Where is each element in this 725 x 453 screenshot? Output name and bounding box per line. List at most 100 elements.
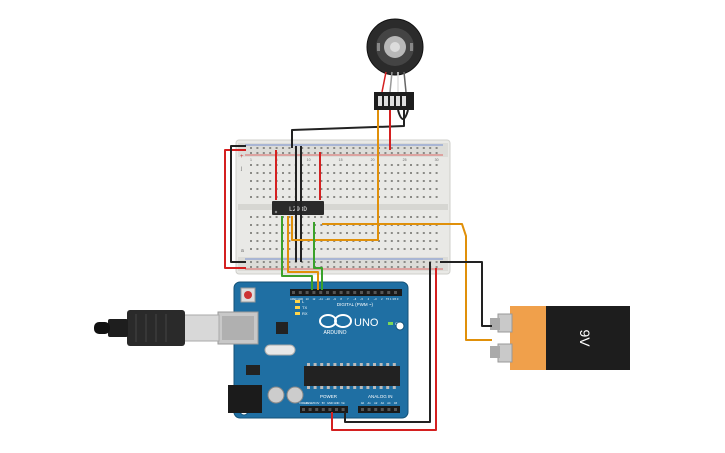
breadboard-hole[interactable]: [410, 196, 412, 198]
breadboard-hole[interactable]: [384, 232, 387, 234]
power-pin-socket[interactable]: [335, 408, 338, 411]
breadboard-hole[interactable]: [320, 172, 323, 174]
breadboard-hole[interactable]: [333, 196, 336, 198]
rail-hole[interactable]: [346, 261, 348, 263]
breadboard-hole[interactable]: [269, 196, 272, 198]
breadboard-hole[interactable]: [410, 248, 412, 250]
breadboard-hole[interactable]: [365, 216, 368, 218]
rail-hole[interactable]: [422, 261, 425, 263]
breadboard-hole[interactable]: [358, 164, 361, 166]
analog-pin-socket[interactable]: [374, 408, 378, 411]
breadboard-hole[interactable]: [358, 196, 361, 198]
breadboard-hole[interactable]: [307, 180, 310, 182]
breadboard-hole[interactable]: [282, 188, 284, 190]
rail-hole[interactable]: [314, 147, 316, 149]
rail-hole[interactable]: [378, 261, 380, 263]
rail-hole[interactable]: [346, 152, 348, 154]
breadboard-hole[interactable]: [397, 216, 400, 218]
breadboard-hole[interactable]: [288, 196, 291, 198]
breadboard-hole[interactable]: [250, 232, 252, 234]
breadboard-hole[interactable]: [429, 248, 432, 250]
breadboard-hole[interactable]: [422, 232, 425, 234]
breadboard-hole[interactable]: [333, 232, 336, 234]
breadboard-hole[interactable]: [339, 196, 342, 198]
breadboard-hole[interactable]: [250, 196, 252, 198]
breadboard-hole[interactable]: [403, 188, 406, 190]
breadboard-hole[interactable]: [326, 232, 329, 234]
rail-hole[interactable]: [256, 261, 259, 263]
breadboard-hole[interactable]: [384, 180, 387, 182]
breadboard-hole[interactable]: [339, 248, 342, 250]
breadboard-hole[interactable]: [256, 240, 259, 242]
breadboard-hole[interactable]: [403, 164, 406, 166]
rail-hole[interactable]: [371, 261, 374, 263]
breadboard-hole[interactable]: [326, 180, 329, 182]
rail-hole[interactable]: [352, 152, 355, 154]
breadboard-hole[interactable]: [256, 188, 259, 190]
breadboard-hole[interactable]: [326, 196, 329, 198]
breadboard-hole[interactable]: [326, 248, 329, 250]
breadboard-hole[interactable]: [397, 164, 400, 166]
breadboard-hole[interactable]: [301, 216, 304, 218]
breadboard-hole[interactable]: [429, 172, 432, 174]
rail-hole[interactable]: [435, 266, 438, 268]
breadboard-hole[interactable]: [269, 240, 272, 242]
rail-hole[interactable]: [294, 266, 297, 268]
breadboard-hole[interactable]: [301, 172, 304, 174]
breadboard-hole[interactable]: [410, 240, 412, 242]
breadboard-hole[interactable]: [262, 172, 265, 174]
breadboard-hole[interactable]: [275, 248, 278, 250]
breadboard-hole[interactable]: [262, 180, 265, 182]
rail-hole[interactable]: [403, 147, 406, 149]
rail-hole[interactable]: [397, 147, 400, 149]
breadboard-hole[interactable]: [307, 224, 310, 226]
breadboard-hole[interactable]: [339, 164, 342, 166]
breadboard-hole[interactable]: [429, 180, 432, 182]
breadboard-hole[interactable]: [269, 216, 272, 218]
rail-hole[interactable]: [320, 147, 323, 149]
rail-hole[interactable]: [346, 147, 348, 149]
breadboard-hole[interactable]: [352, 180, 355, 182]
breadboard-hole[interactable]: [365, 188, 368, 190]
rail-hole[interactable]: [371, 152, 374, 154]
breadboard-hole[interactable]: [262, 188, 265, 190]
digital-pin-socket[interactable]: [298, 291, 302, 294]
breadboard-hole[interactable]: [358, 248, 361, 250]
breadboard-hole[interactable]: [307, 172, 310, 174]
rail-hole[interactable]: [326, 261, 329, 263]
breadboard-hole[interactable]: [250, 248, 252, 250]
breadboard-hole[interactable]: [378, 248, 380, 250]
rail-hole[interactable]: [326, 147, 329, 149]
breadboard-hole[interactable]: [378, 240, 380, 242]
breadboard-hole[interactable]: [397, 188, 400, 190]
breadboard-hole[interactable]: [365, 248, 368, 250]
breadboard-hole[interactable]: [410, 232, 412, 234]
rail-hole[interactable]: [275, 266, 278, 268]
rail-hole[interactable]: [397, 152, 400, 154]
breadboard-hole[interactable]: [384, 164, 387, 166]
breadboard-hole[interactable]: [371, 216, 374, 218]
breadboard-hole[interactable]: [307, 216, 310, 218]
rail-hole[interactable]: [301, 152, 304, 154]
breadboard-hole[interactable]: [269, 224, 272, 226]
breadboard-hole[interactable]: [371, 232, 374, 234]
rail-hole[interactable]: [282, 152, 284, 154]
rail-hole[interactable]: [358, 261, 361, 263]
rail-hole[interactable]: [288, 261, 291, 263]
breadboard-hole[interactable]: [397, 232, 400, 234]
breadboard-hole[interactable]: [397, 180, 400, 182]
breadboard-hole[interactable]: [339, 232, 342, 234]
breadboard-hole[interactable]: [416, 172, 419, 174]
breadboard-hole[interactable]: [435, 240, 438, 242]
breadboard-hole[interactable]: [416, 180, 419, 182]
breadboard-hole[interactable]: [365, 232, 368, 234]
breadboard-hole[interactable]: [403, 180, 406, 182]
rail-hole[interactable]: [403, 261, 406, 263]
breadboard-hole[interactable]: [397, 248, 400, 250]
breadboard-hole[interactable]: [301, 196, 304, 198]
breadboard-hole[interactable]: [333, 164, 336, 166]
breadboard-hole[interactable]: [384, 240, 387, 242]
breadboard-hole[interactable]: [416, 164, 419, 166]
rail-hole[interactable]: [352, 266, 355, 268]
breadboard-hole[interactable]: [275, 216, 278, 218]
